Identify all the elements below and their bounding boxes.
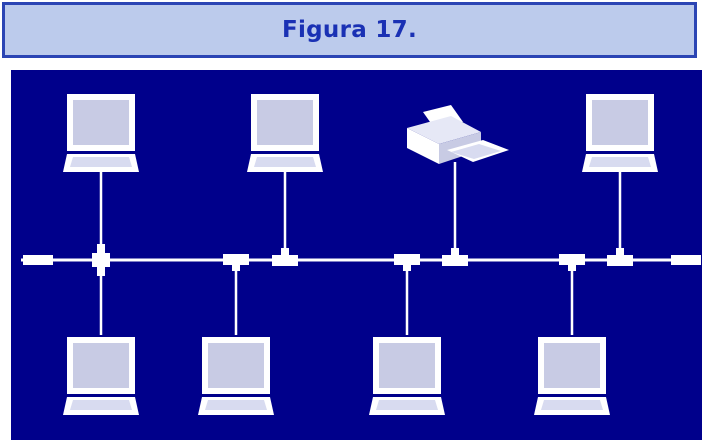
left-terminator <box>23 255 53 265</box>
t-connector-up <box>442 248 468 266</box>
t-connector-down <box>223 254 249 271</box>
t-connector-down <box>394 254 420 271</box>
t-connector-down <box>559 254 585 271</box>
figure-caption-box: Figura 17. <box>2 2 697 58</box>
computer-icon <box>63 337 139 415</box>
bus-network-svg <box>21 94 701 415</box>
t-connector-up <box>607 248 633 266</box>
computer-icon <box>198 337 274 415</box>
computer-icon <box>369 337 445 415</box>
computer-icon <box>247 94 323 172</box>
computer-icon <box>582 94 658 172</box>
figure-title: Figura 17. <box>281 17 418 43</box>
computer-icon <box>63 94 139 172</box>
t-connector-cross <box>92 244 110 276</box>
printer-icon <box>407 105 509 164</box>
t-connector-up <box>272 248 298 266</box>
network-diagram <box>11 70 702 440</box>
computer-icon <box>534 337 610 415</box>
right-terminator <box>671 255 701 265</box>
